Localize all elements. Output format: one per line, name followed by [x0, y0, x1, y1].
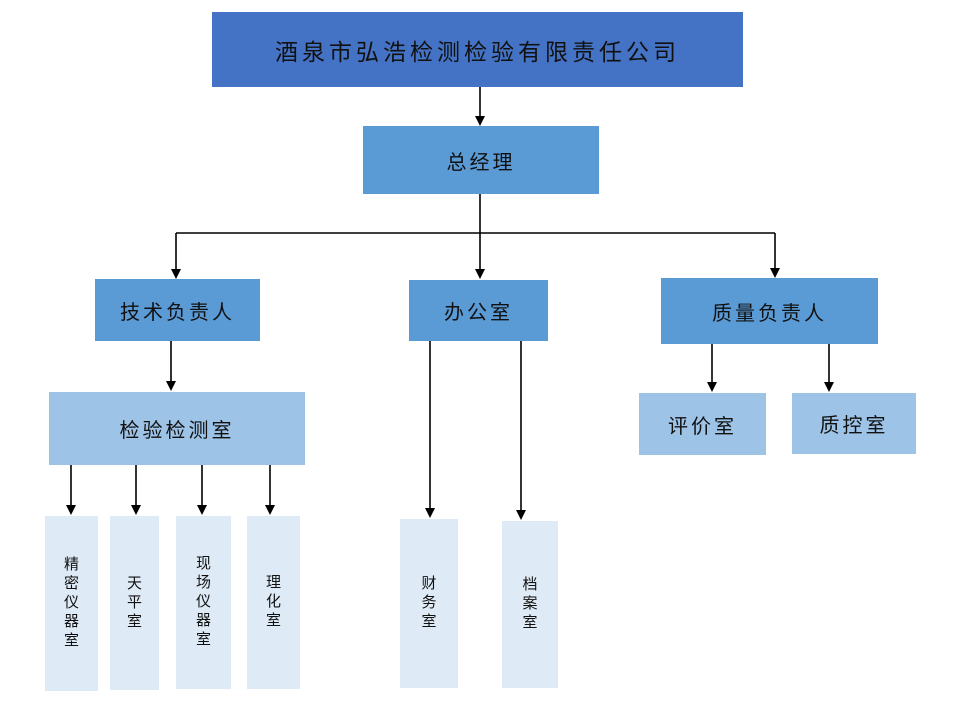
precision-instrument-room-box: 精密仪器室 — [45, 516, 98, 691]
evaluation-room-box: 评价室 — [639, 393, 766, 455]
testing-room-label: 检验检测室 — [119, 418, 235, 442]
field-instrument-room-label: 现场仪器室 — [194, 555, 212, 650]
general-manager-label: 总经理 — [446, 149, 516, 174]
balance-room-box: 天平室 — [110, 516, 159, 690]
evaluation-room-label: 评价室 — [668, 413, 737, 438]
quality-lead-box: 质量负责人 — [661, 278, 878, 344]
company-label: 酒泉市弘浩检测检验有限责任公司 — [275, 39, 680, 66]
finance-room-box: 财务室 — [400, 519, 458, 688]
general-manager-box: 总经理 — [363, 126, 599, 194]
company-box: 酒泉市弘浩检测检验有限责任公司 — [212, 12, 743, 87]
office-label: 办公室 — [444, 300, 513, 324]
quality-control-room-label: 质控室 — [819, 413, 889, 437]
quality-lead-label: 质量负责人 — [712, 300, 827, 325]
tech-lead-box: 技术负责人 — [95, 279, 260, 341]
archive-room-label: 档案室 — [520, 576, 539, 633]
field-instrument-room-box: 现场仪器室 — [176, 516, 231, 689]
quality-control-room-box: 质控室 — [792, 393, 916, 454]
office-box: 办公室 — [409, 280, 548, 341]
precision-instrument-room-label: 精密仪器室 — [62, 556, 80, 651]
archive-room-box: 档案室 — [502, 521, 558, 688]
balance-room-label: 天平室 — [125, 574, 143, 632]
testing-room-box: 检验检测室 — [49, 392, 305, 465]
physchem-room-box: 理化室 — [247, 516, 300, 689]
physchem-room-label: 理化室 — [264, 574, 282, 631]
finance-room-label: 财务室 — [419, 575, 438, 632]
tech-lead-label: 技术负责人 — [120, 299, 235, 324]
